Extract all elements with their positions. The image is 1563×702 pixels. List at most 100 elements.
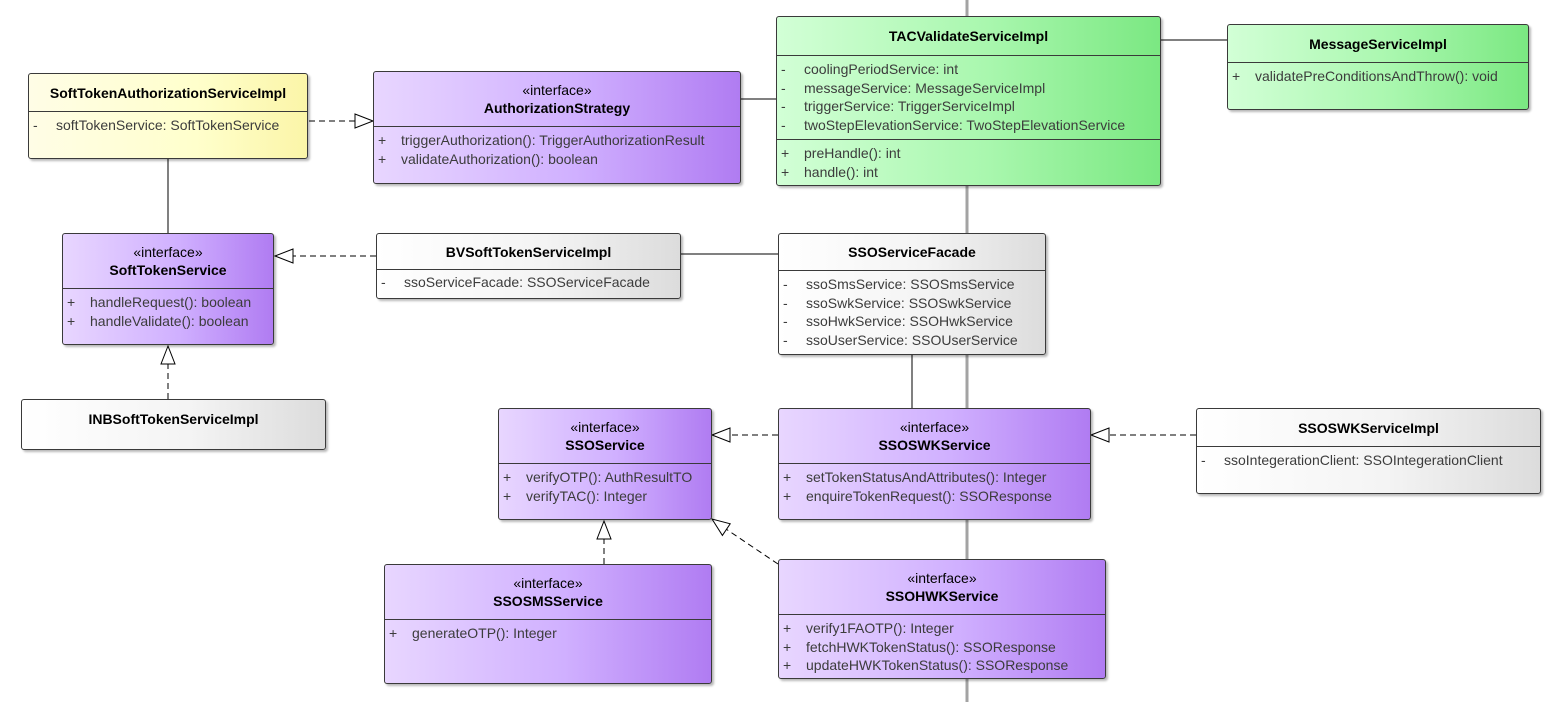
operations-compartment: +generateOTP(): Integer <box>385 619 711 646</box>
class-softtokenauthorizationserviceimpl[interactable]: SoftTokenAuthorizationServiceImpl - softT… <box>28 73 308 159</box>
member-text: validateAuthorization(): boolean <box>401 150 598 167</box>
class-name: SoftTokenAuthorizationServiceImpl <box>49 84 287 101</box>
member-text: verifyTAC(): Integer <box>526 487 648 504</box>
operation-row: +fetchHWKTokenStatus(): SSOResponse <box>779 638 1105 657</box>
visibility-marker: - <box>783 313 788 330</box>
attribute-row: -messageService: MessageServiceImpl <box>777 79 1160 98</box>
operation-row: +handleRequest(): boolean <box>63 293 273 312</box>
interface-authorizationstrategy[interactable]: «interface» AuthorizationStrategy +trigg… <box>373 71 741 184</box>
class-name: INBSoftTokenServiceImpl <box>88 411 259 427</box>
visibility-marker: + <box>378 132 387 148</box>
operations-compartment: +preHandle(): int +handle(): int <box>777 139 1160 184</box>
member-text: handleRequest(): boolean <box>90 294 252 310</box>
visibility-marker: + <box>783 487 792 504</box>
attribute-row: -ssoSwkService: SSOSwkService <box>779 294 1045 313</box>
class-inbsofttokenserviceimpl[interactable]: INBSoftTokenServiceImpl <box>21 399 326 450</box>
member-text: twoStepElevationService: TwoStepElevatio… <box>804 116 1126 133</box>
member-text: ssoHwkService: SSOHwkService <box>806 313 1013 330</box>
member-text: softTokenService: SoftTokenService <box>56 117 280 133</box>
operation-row: + handle(): int <box>777 163 1160 182</box>
stereotype-label: «interface» <box>522 82 592 98</box>
attribute-row: - ssoHwkService: SSOHwkService <box>779 312 1045 331</box>
interface-softtokenservice[interactable]: «interface» SoftTokenService +handleRequ… <box>62 233 274 345</box>
operations-compartment: + validatePreConditionsAndThrow(): void <box>1228 62 1528 89</box>
member-text: ssoServiceFacade: SSOServiceFacade <box>404 274 650 290</box>
operations-compartment: +handleRequest(): boolean + handleValidat… <box>63 288 273 333</box>
visibility-marker: + <box>67 312 76 329</box>
visibility-marker: + <box>503 487 512 504</box>
visibility-marker: - <box>381 274 386 290</box>
visibility-marker: + <box>783 469 792 485</box>
operation-row: + handleValidate(): boolean <box>63 312 273 331</box>
operation-row: + verifyTAC(): Integer <box>499 487 711 506</box>
member-text: verifyOTP(): AuthResultTO <box>526 469 693 485</box>
member-text: ssoUserService: SSOUserService <box>806 331 1018 348</box>
operation-row: +validateAuthorization(): boolean <box>374 150 740 169</box>
member-text: handle(): int <box>804 163 878 180</box>
visibility-marker: - <box>781 79 786 96</box>
realization-bvsofttoken-to-softtokenservice <box>273 248 376 264</box>
visibility-marker: + <box>781 145 790 161</box>
class-tacvalidateserviceimpl[interactable]: TACValidateServiceImpl -coolingPeriodSer… <box>776 16 1161 186</box>
operation-row: + validatePreConditionsAndThrow(): void <box>1228 67 1528 86</box>
member-text: setTokenStatusAndAttributes(): Integer <box>806 469 1047 485</box>
class-ssoswkserviceimpl[interactable]: SSOSWKServiceImpl -ssoIntegerationClient… <box>1196 408 1541 494</box>
stereotype-label: «interface» <box>133 244 203 260</box>
operation-row: + verify1FAOTP(): Integer <box>779 619 1105 638</box>
attribute-row: - ssoServiceFacade: SSOServiceFacade <box>377 273 680 292</box>
interface-ssoservice[interactable]: «interface» SSOService +verifyOTP(): Aut… <box>498 408 712 520</box>
visibility-marker: + <box>781 163 790 180</box>
member-text: handleValidate(): boolean <box>90 312 249 329</box>
visibility-marker: + <box>1232 68 1241 84</box>
operation-row: + verifyOTP(): AuthResultTO <box>499 468 711 487</box>
interface-ssoswkservice[interactable]: «interface» SSOSWKService +setTokenStatu… <box>778 408 1091 520</box>
visibility-marker: - <box>783 276 788 292</box>
class-bvsofttokenserviceimpl[interactable]: BVSoftTokenServiceImpl - ssoServiceFacade… <box>376 233 681 299</box>
class-header: MessageServiceImpl <box>1228 25 1528 62</box>
member-text: triggerService: TriggerServiceImpl <box>804 98 1015 115</box>
stereotype-label: «interface» <box>899 419 970 435</box>
class-name: BVSoftTokenServiceImpl <box>445 243 612 260</box>
visibility-marker: + <box>783 620 792 636</box>
member-text: coolingPeriodService: int <box>804 61 959 77</box>
attribute-row: - twoStepElevationService: TwoStepElevati… <box>777 116 1160 135</box>
interface-ssohwkservice[interactable]: «interface» SSOHWKService +verify1FAOTP(… <box>778 559 1106 679</box>
member-text: validatePreConditionsAndThrow(): void <box>1255 68 1498 84</box>
attribute-row: -triggerService: TriggerServiceImpl <box>777 97 1160 116</box>
visibility-marker: - <box>781 116 786 133</box>
class-header: SoftTokenAuthorizationServiceImpl <box>29 74 307 111</box>
attributes-compartment: - softTokenService: SoftTokenService <box>29 111 307 138</box>
class-header: SSOSWKServiceImpl <box>1197 409 1540 446</box>
attribute-row: -coolingPeriodService: int <box>777 60 1160 79</box>
class-header: TACValidateServiceImpl <box>777 17 1160 55</box>
operation-row: + enquireTokenRequest(): SSOResponse <box>779 487 1090 506</box>
member-text: enquireTokenRequest(): SSOResponse <box>806 487 1052 504</box>
visibility-marker: + <box>503 469 512 485</box>
stereotype-label: «interface» <box>513 575 583 591</box>
class-name: SSOSMSService <box>493 593 603 609</box>
class-name: MessageServiceImpl <box>1309 35 1447 52</box>
member-text: updateHWKTokenStatus(): SSOResponse <box>806 657 1069 674</box>
class-header: «interface» AuthorizationStrategy <box>374 72 740 126</box>
operations-compartment: + verify1FAOTP(): Integer +fetchHWKTokenS… <box>779 614 1105 678</box>
attribute-row: - softTokenService: SoftTokenService <box>29 116 307 135</box>
member-text: verify1FAOTP(): Integer <box>806 620 954 636</box>
class-ssoservicefacade[interactable]: SSOServiceFacade - ssoSmsService: SSOSmsS… <box>778 233 1046 355</box>
class-name: SSOSWKServiceImpl <box>1298 419 1439 436</box>
class-header: SSOServiceFacade <box>779 234 1045 270</box>
attributes-compartment: - ssoServiceFacade: SSOServiceFacade <box>377 269 680 295</box>
realization-ssoswkservice-to-ssoservice <box>710 427 778 443</box>
attribute-row: - ssoSmsService: SSOSmsService <box>779 275 1045 294</box>
class-name: AuthorizationStrategy <box>483 100 631 116</box>
interface-ssosmsservice[interactable]: «interface» SSOSMSService +generateOTP()… <box>384 564 712 684</box>
visibility-marker: - <box>33 117 38 133</box>
stereotype-label: «interface» <box>570 419 640 435</box>
visibility-marker: + <box>783 657 792 674</box>
class-header: «interface» SSOSMSService <box>385 565 711 619</box>
attributes-compartment: -coolingPeriodService: int -messageServi… <box>777 55 1160 139</box>
stereotype-label: «interface» <box>907 570 977 586</box>
class-messageserviceimpl[interactable]: MessageServiceImpl + validatePreCondition… <box>1227 24 1529 110</box>
member-text: ssoSmsService: SSOSmsService <box>806 276 1015 292</box>
operation-row: + updateHWKTokenStatus(): SSOResponse <box>779 656 1105 675</box>
operation-row: +triggerAuthorization(): TriggerAuthoriz… <box>374 131 740 150</box>
